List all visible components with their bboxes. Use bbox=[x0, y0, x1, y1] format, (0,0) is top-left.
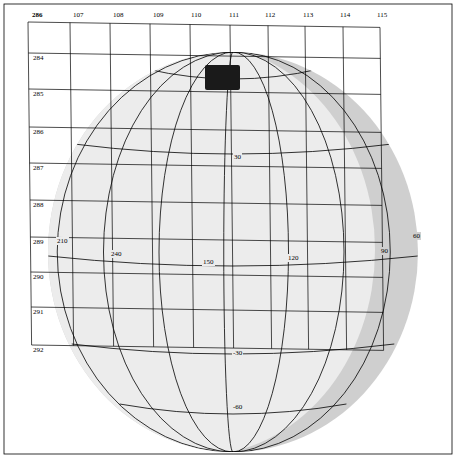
grid-row-number: 288 bbox=[32, 201, 45, 209]
grid-row-line bbox=[28, 53, 380, 58]
meridian-line bbox=[233, 52, 390, 452]
grid-column-line bbox=[268, 26, 272, 349]
grid-column-number: 114 bbox=[339, 11, 351, 19]
grid-column-line bbox=[190, 24, 194, 347]
grid-row-number: 292 bbox=[32, 346, 45, 354]
grid-column-number: 108 bbox=[112, 11, 125, 19]
grid-row-line bbox=[28, 22, 380, 27]
grid-column-line bbox=[305, 26, 309, 349]
black-marker bbox=[205, 65, 240, 90]
globe-lit-side bbox=[25, 45, 375, 455]
grid-column-line bbox=[150, 24, 154, 347]
grid-column-number: 112 bbox=[264, 11, 276, 19]
grid-row-number: 289 bbox=[32, 238, 45, 246]
grid-column-line bbox=[70, 23, 74, 346]
grid-row-number: 291 bbox=[32, 308, 45, 316]
grid-row-number: 285 bbox=[32, 90, 45, 98]
grid-row-line bbox=[31, 272, 383, 277]
grid-column-number: 113 bbox=[302, 11, 314, 19]
grid-row-line bbox=[29, 89, 381, 94]
grid-row-line bbox=[30, 200, 382, 205]
meridian-line bbox=[103, 52, 233, 452]
longitude-number: 150 bbox=[202, 258, 215, 266]
grid-column-line bbox=[110, 23, 114, 346]
meridian-line bbox=[233, 52, 344, 452]
latitude-number: -60 bbox=[232, 403, 243, 411]
grid-row-line bbox=[31, 307, 383, 312]
grid-column-line bbox=[380, 27, 384, 350]
latitude-number: -30 bbox=[232, 349, 243, 357]
grid-corner-number: 286 bbox=[31, 11, 44, 19]
longitude-number: 120 bbox=[287, 254, 300, 262]
longitude-number: 90 bbox=[380, 247, 389, 255]
grid-column-number: 115 bbox=[376, 11, 388, 19]
meridian-line bbox=[233, 52, 289, 452]
grid-row-line bbox=[32, 345, 384, 350]
meridian-line bbox=[159, 52, 233, 452]
grid-row-line bbox=[30, 237, 382, 242]
longitude-number: 240 bbox=[110, 250, 123, 258]
latitude-line bbox=[120, 404, 347, 414]
frame bbox=[4, 4, 452, 454]
grid-column-number: 107 bbox=[72, 11, 85, 19]
grid-column-number: 110 bbox=[190, 11, 202, 19]
longitude-number: 60 bbox=[412, 232, 421, 240]
longitude-number: 210 bbox=[56, 237, 69, 245]
grid-column-line bbox=[28, 22, 32, 345]
grid-column-line bbox=[343, 27, 347, 350]
meridian-line bbox=[224, 52, 233, 452]
grid-row-number: 287 bbox=[32, 164, 45, 172]
grid-row-line bbox=[29, 127, 381, 132]
latitude-number: 30 bbox=[233, 153, 242, 161]
grid-row-number: 284 bbox=[32, 54, 45, 62]
grid-row-number: 290 bbox=[32, 273, 45, 281]
grid-column-number: 111 bbox=[228, 11, 240, 19]
grid-row-line bbox=[30, 163, 382, 168]
grid-column-number: 109 bbox=[152, 11, 165, 19]
grid-row-number: 286 bbox=[32, 128, 45, 136]
meridian-line bbox=[57, 52, 233, 452]
